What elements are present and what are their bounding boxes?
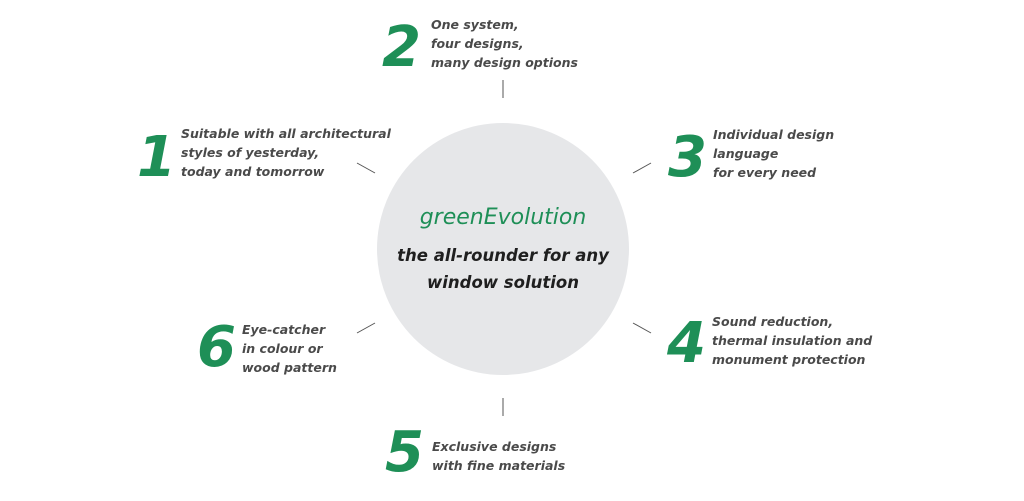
item-4-line: Sound reduction,	[712, 314, 834, 329]
item-2-label: One system, four designs, many design op…	[431, 15, 578, 72]
item-4-number: 4	[667, 311, 706, 376]
item-5-label: Exclusive designs with fine materials	[432, 437, 565, 475]
item-4-label: Sound reduction, thermal insulation and …	[712, 312, 872, 369]
connector-1	[356, 162, 376, 174]
item-6-line: wood pattern	[242, 360, 337, 375]
item-3-number: 3	[668, 125, 707, 190]
item-6-line: Eye-catcher	[242, 322, 326, 337]
item-4-line: monument protection	[712, 352, 866, 367]
item-6-line: in colour or	[242, 341, 323, 356]
center-title: greenEvolution	[419, 205, 587, 230]
connector-4	[632, 322, 652, 334]
item-3-line: for every need	[713, 165, 817, 180]
item-1-label: Suitable with all architectural styles o…	[181, 124, 391, 181]
item-4-line: thermal insulation and	[712, 333, 873, 348]
connector-6	[356, 322, 376, 334]
item-3-label: Individual design language for every nee…	[713, 125, 834, 182]
item-1-line: Suitable with all architectural	[181, 126, 391, 141]
item-2-line: four designs,	[431, 36, 524, 51]
item-1-line: today and tomorrow	[181, 164, 325, 179]
item-2-number: 2	[382, 15, 421, 80]
item-5-line: Exclusive designs	[432, 439, 557, 454]
item-2-line: many design options	[431, 55, 578, 70]
center-subtitle-line: window solution	[427, 273, 579, 292]
center-circle	[377, 123, 629, 375]
item-2-line: One system,	[431, 17, 519, 32]
item-3-line: language	[713, 146, 779, 161]
center-subtitle-line: the all-rounder for any	[397, 246, 609, 265]
item-6-label: Eye-catcher in colour or wood pattern	[242, 320, 337, 377]
center-subtitle: the all-rounder for any window solution	[377, 242, 629, 296]
item-6-number: 6	[197, 315, 236, 380]
item-5-number: 5	[385, 420, 424, 485]
connector-3	[632, 162, 652, 174]
item-1-line: styles of yesterday,	[181, 145, 320, 160]
item-5-line: with fine materials	[432, 458, 566, 473]
item-3-line: Individual design	[713, 127, 835, 142]
item-1-number: 1	[137, 125, 176, 190]
